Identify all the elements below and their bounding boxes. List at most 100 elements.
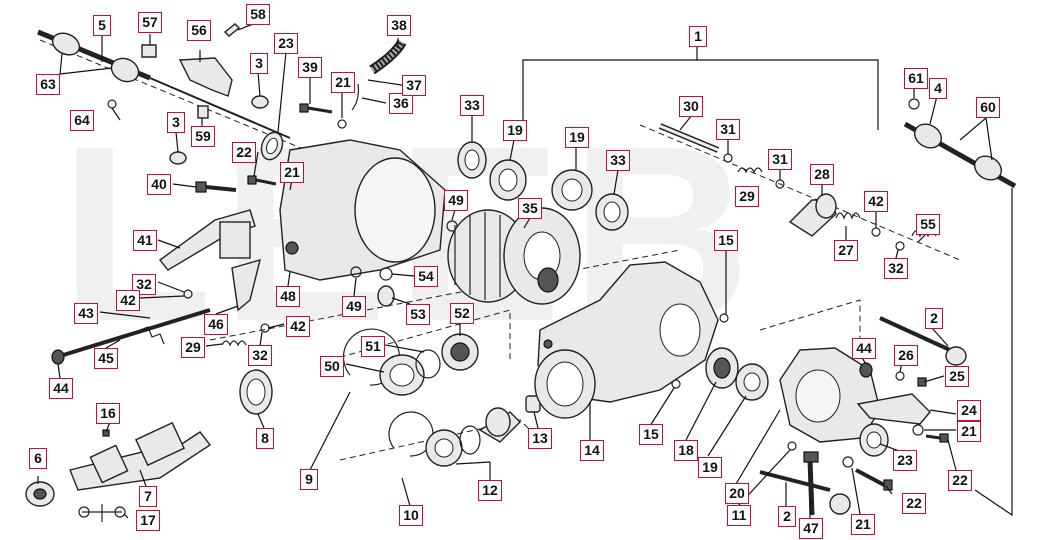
callout-25: 25 xyxy=(945,366,969,387)
bolt-15b xyxy=(671,379,681,389)
leader-lines xyxy=(37,21,993,520)
callout-19: 19 xyxy=(565,127,589,148)
bolt-2a xyxy=(879,316,967,366)
callout-31: 31 xyxy=(768,149,792,170)
callout-9: 9 xyxy=(300,469,318,490)
callout-24: 24 xyxy=(957,400,981,421)
callout-52: 52 xyxy=(450,303,474,324)
callout-42: 42 xyxy=(864,191,888,212)
callout-43: 43 xyxy=(74,303,98,324)
left-axle-shaft xyxy=(37,29,291,139)
callout-50: 50 xyxy=(320,356,344,377)
plug-53 xyxy=(377,285,395,307)
callout-33: 33 xyxy=(460,95,484,116)
bolt-22c xyxy=(855,468,893,491)
bearing-50 xyxy=(379,354,425,396)
cross-joint-17 xyxy=(78,504,126,522)
callout-6: 6 xyxy=(29,448,47,469)
o-ring-64 xyxy=(107,99,117,109)
bracket-56 xyxy=(178,57,233,97)
callout-63: 63 xyxy=(36,74,60,95)
callout-29: 29 xyxy=(181,337,205,358)
bolt-22b xyxy=(925,433,949,443)
oil-seal-23b xyxy=(859,423,889,457)
callout-19: 19 xyxy=(503,120,527,141)
callout-26: 26 xyxy=(894,345,918,366)
pinion-gear xyxy=(478,407,521,443)
washer-21c xyxy=(912,424,924,436)
callout-64: 64 xyxy=(70,110,94,131)
callout-27: 27 xyxy=(834,240,858,261)
callout-4: 4 xyxy=(929,78,947,99)
callout-7: 7 xyxy=(139,486,157,507)
callout-32: 32 xyxy=(248,345,272,366)
ring-42b xyxy=(260,323,270,333)
callout-3: 3 xyxy=(250,53,268,74)
dash-bracket-left xyxy=(329,309,511,361)
shift-rod-30 xyxy=(658,123,720,153)
callout-16: 16 xyxy=(96,403,120,424)
shift-axis xyxy=(639,124,961,261)
callout-42: 42 xyxy=(286,316,310,337)
left-housing-48 xyxy=(279,139,446,281)
callout-3: 3 xyxy=(167,112,185,133)
callout-8: 8 xyxy=(256,428,274,449)
callout-56: 56 xyxy=(187,20,211,41)
ring-51 xyxy=(415,349,441,379)
bolt-39 xyxy=(299,103,333,114)
callout-31: 31 xyxy=(716,119,740,140)
ring-32c xyxy=(895,241,905,251)
callout-55: 55 xyxy=(916,214,940,235)
washer-21d xyxy=(842,456,854,468)
callout-45: 45 xyxy=(94,348,118,369)
right-cover-20 xyxy=(779,347,881,443)
callout-54: 54 xyxy=(414,266,438,287)
callout-23: 23 xyxy=(274,33,298,54)
callout-28: 28 xyxy=(810,164,834,185)
fork-46 xyxy=(231,258,261,312)
o-ring-61 xyxy=(908,98,920,110)
callout-32: 32 xyxy=(884,258,908,279)
breather-57 xyxy=(141,44,157,58)
main-housing-14 xyxy=(534,261,719,419)
nut-3a xyxy=(251,95,269,109)
bolt-47 xyxy=(803,451,819,516)
callout-33: 33 xyxy=(606,150,630,171)
callout-44: 44 xyxy=(852,338,876,359)
shift-fork-28 xyxy=(788,193,837,237)
callout-13: 13 xyxy=(528,428,552,449)
callout-58: 58 xyxy=(246,4,270,25)
nut-3b xyxy=(169,151,187,165)
nut-44b xyxy=(859,362,873,378)
bearing-18 xyxy=(705,347,739,389)
callout-12: 12 xyxy=(478,480,502,501)
callout-21: 21 xyxy=(331,72,355,93)
bearing-52 xyxy=(441,333,479,371)
vent-hose xyxy=(351,39,407,111)
washer-21a xyxy=(337,119,347,129)
callout-61: 61 xyxy=(904,68,928,89)
callout-10: 10 xyxy=(399,505,423,526)
callout-51: 51 xyxy=(361,336,385,357)
lever-plate xyxy=(219,221,251,259)
callout-5: 5 xyxy=(93,15,111,36)
right-bracket xyxy=(974,188,1013,517)
plug-58 xyxy=(223,23,241,37)
callout-29: 29 xyxy=(735,186,759,207)
spring-27 xyxy=(835,212,861,220)
callout-35: 35 xyxy=(518,198,542,219)
callout-39: 39 xyxy=(298,57,322,78)
callout-53: 53 xyxy=(406,304,430,325)
bearing-12 xyxy=(425,425,481,467)
callout-30: 30 xyxy=(679,96,703,117)
callout-48: 48 xyxy=(276,286,300,307)
callout-21: 21 xyxy=(957,421,981,442)
callout-42: 42 xyxy=(116,290,140,311)
bearing-19c xyxy=(735,363,769,401)
callout-37: 37 xyxy=(402,75,426,96)
callout-40: 40 xyxy=(147,174,171,195)
bolt-2b xyxy=(759,470,851,515)
callout-11: 11 xyxy=(727,505,751,526)
callout-46: 46 xyxy=(204,314,228,335)
callout-59: 59 xyxy=(191,126,215,147)
